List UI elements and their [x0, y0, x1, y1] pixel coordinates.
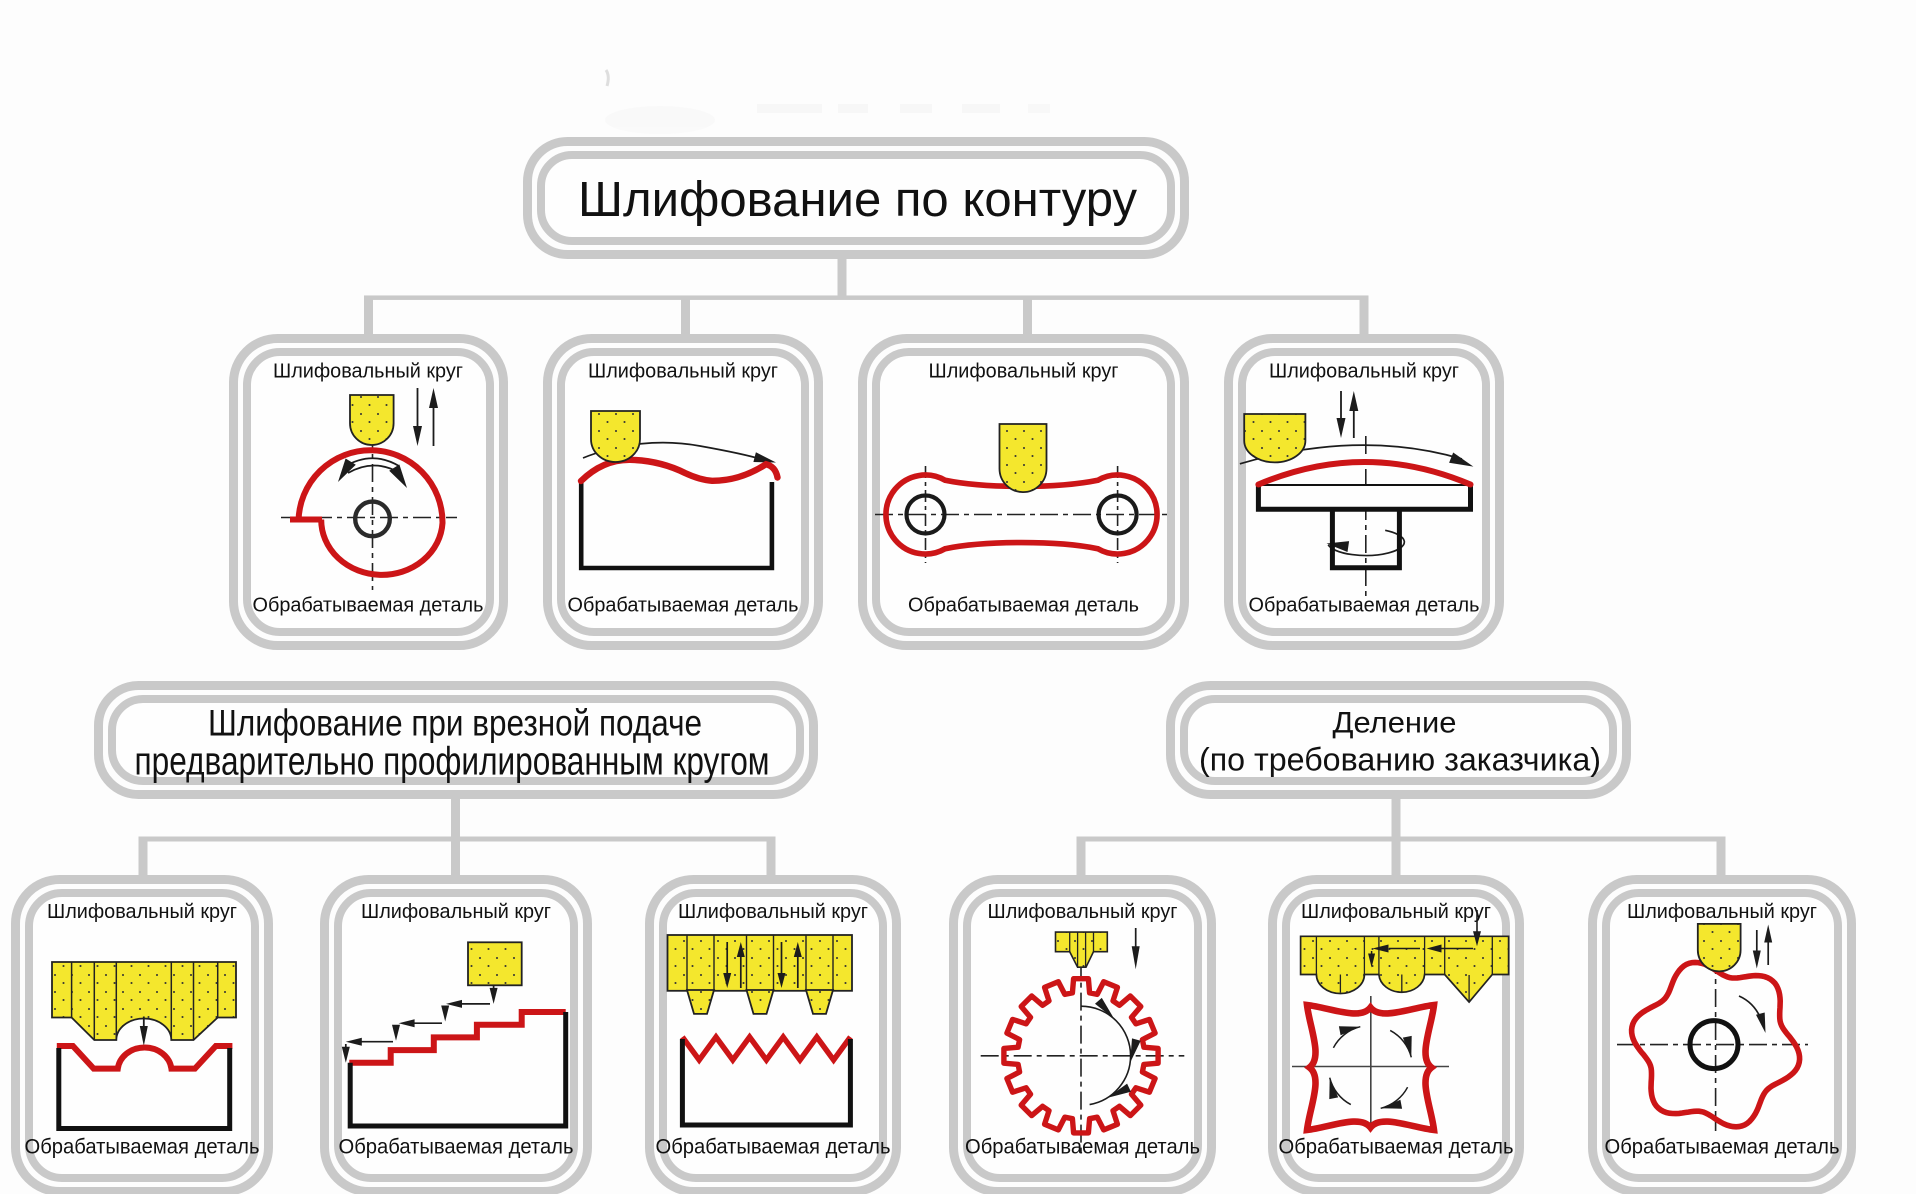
svg-text:Обрабатываемая деталь: Обрабатываемая деталь — [1249, 593, 1480, 616]
svg-text:Шлифовальный круг: Шлифовальный круг — [1269, 361, 1459, 383]
svg-text:Обрабатываемая деталь: Обрабатываемая деталь — [568, 593, 799, 616]
svg-text:Шлифование по контуру: Шлифование по контуру — [578, 173, 1137, 227]
svg-text:Обрабатываемая деталь: Обрабатываемая деталь — [253, 593, 484, 616]
svg-text:Обрабатываемая деталь: Обрабатываемая деталь — [965, 1136, 1200, 1159]
svg-text:Шлифовальный круг: Шлифовальный круг — [1627, 901, 1817, 923]
svg-text:Шлифовальный круг: Шлифовальный круг — [47, 901, 237, 923]
svg-text:Обрабатываемая деталь: Обрабатываемая деталь — [25, 1136, 260, 1159]
svg-text:Шлифовальный круг: Шлифовальный круг — [588, 361, 778, 383]
svg-text:(по требованию заказчика): (по требованию заказчика) — [1199, 742, 1601, 778]
svg-text:Шлифовальный круг: Шлифовальный круг — [1301, 901, 1491, 923]
svg-text:Обрабатываемая деталь: Обрабатываемая деталь — [1605, 1136, 1840, 1159]
svg-text:Обрабатываемая деталь: Обрабатываемая деталь — [908, 593, 1139, 616]
svg-text:Обрабатываемая деталь: Обрабатываемая деталь — [339, 1136, 574, 1159]
svg-text:Обрабатываемая деталь: Обрабатываемая деталь — [656, 1136, 891, 1159]
svg-text:Шлифование при врезной подаче: Шлифование при врезной подаче — [208, 703, 702, 744]
svg-text:Деление: Деление — [1333, 706, 1457, 739]
svg-text:Шлифовальный круг: Шлифовальный круг — [929, 361, 1119, 383]
svg-text:Шлифовальный круг: Шлифовальный круг — [361, 901, 551, 923]
svg-text:Обрабатываемая деталь: Обрабатываемая деталь — [1279, 1136, 1514, 1159]
svg-text:предварительно профилированным: предварительно профилированным кругом — [135, 740, 770, 784]
svg-text:Шлифовальный круг: Шлифовальный круг — [273, 361, 463, 383]
svg-text:Шлифовальный круг: Шлифовальный круг — [678, 901, 868, 923]
svg-text:Шлифовальный круг: Шлифовальный круг — [988, 901, 1178, 923]
